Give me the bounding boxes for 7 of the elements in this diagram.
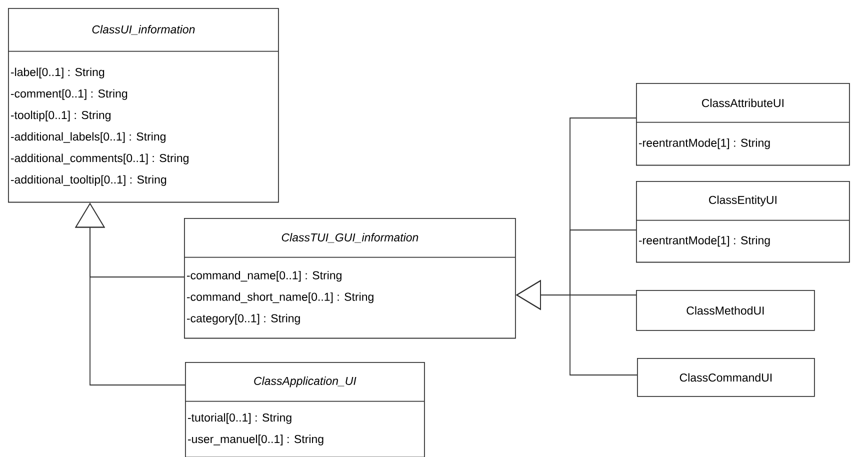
- class-box: ClassApplication_UI -tutorial[0..1] : String -user_manuel[0..1] : String: [185, 362, 425, 457]
- class-box: ClassTUI_GUI_information -command_name[0..1] : String -command_short_name[0..1] : String -category[0..1] : String: [184, 218, 516, 339]
- class-box: ClassAttributeUI -reentrantMode[1] : String: [636, 83, 850, 166]
- class-box: ClassMethodUI: [636, 290, 815, 331]
- class-box: ClassEntityUI -reentrantMode[1] : String: [636, 181, 850, 263]
- class-box: ClassUI_information -label[0..1] : String -comment[0..1] : String -tooltip[0..1] : String -additional_labels[0..1] : String -additional_comments[0..1] : String -additional_tooltip[0..1] : String: [8, 8, 279, 203]
- class-box: ClassCommandUI: [637, 358, 815, 397]
